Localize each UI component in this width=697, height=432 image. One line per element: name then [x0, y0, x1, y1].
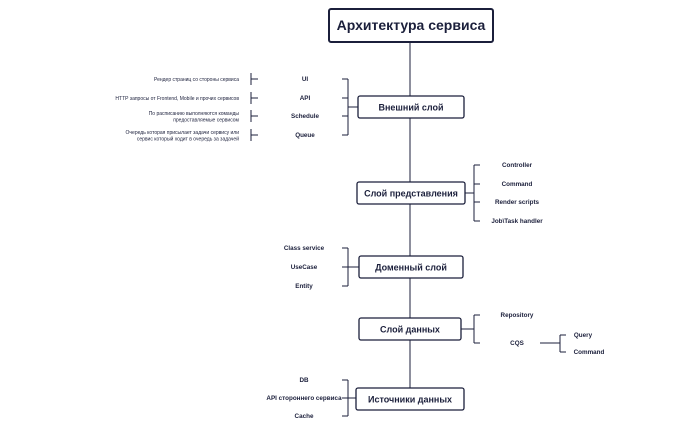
source-item-cache: Cache: [295, 413, 314, 420]
presentation-item-job-handler: Job\Task handler: [491, 218, 543, 225]
title-box: Архитектура сервиса: [328, 8, 494, 43]
cqs-item-query: Query: [574, 332, 593, 339]
source-item-db: DB: [299, 377, 309, 384]
outer-desc-queue-1: Очередь которая присылает задачи сервису…: [126, 130, 240, 136]
outer-item-queue: Queue: [295, 132, 315, 139]
sources-connectors: [342, 379, 356, 417]
source-item-third-party-api: API стороннего сервиса: [266, 395, 342, 402]
layer-box-domain: Доменный слой: [358, 255, 464, 279]
layer-outer-label: Внешний слой: [378, 103, 443, 113]
layer-presentation-label: Слой представления: [364, 189, 458, 199]
outer-desc-ui: Рендер страниц со стороны сервиса: [154, 77, 239, 83]
layer-data-label: Слой данных: [380, 325, 440, 335]
layer-sources-label: Источники данных: [368, 395, 452, 405]
outer-item-ui: UI: [302, 76, 309, 83]
domain-connectors: [342, 247, 359, 287]
presentation-connectors: [465, 164, 480, 222]
outer-connectors: [250, 73, 358, 141]
data-item-repository: Repository: [501, 312, 534, 319]
layer-box-outer: Внешний слой: [357, 95, 465, 119]
data-connectors: [461, 314, 566, 353]
diagram-title: Архитектура сервиса: [337, 17, 486, 33]
outer-desc-schedule-2: предоставляемые сервисом: [173, 118, 239, 124]
layer-box-presentation: Слой представления: [356, 181, 466, 205]
presentation-item-render-scripts: Render scripts: [495, 199, 540, 206]
outer-item-schedule: Schedule: [291, 113, 319, 120]
data-item-cqs: CQS: [510, 340, 524, 347]
domain-item-class-service: Class service: [284, 245, 325, 252]
layer-box-sources: Источники данных: [355, 387, 465, 411]
presentation-item-controller: Controller: [502, 162, 533, 169]
cqs-item-command: Command: [574, 349, 605, 356]
outer-item-api: API: [300, 95, 311, 102]
outer-desc-schedule-1: По расписанию выполняются команды: [149, 111, 240, 117]
outer-desc-queue-2: сервис который ходит в очередь за задаче…: [137, 136, 239, 143]
domain-item-usecase: UseCase: [291, 264, 318, 271]
outer-desc-api: HTTP запросы от Frontend, Mobile и прочи…: [115, 96, 239, 102]
domain-item-entity: Entity: [295, 283, 313, 290]
layer-domain-label: Доменный слой: [375, 263, 447, 273]
layer-box-data: Слой данных: [358, 317, 462, 341]
presentation-item-command: Command: [502, 181, 533, 188]
